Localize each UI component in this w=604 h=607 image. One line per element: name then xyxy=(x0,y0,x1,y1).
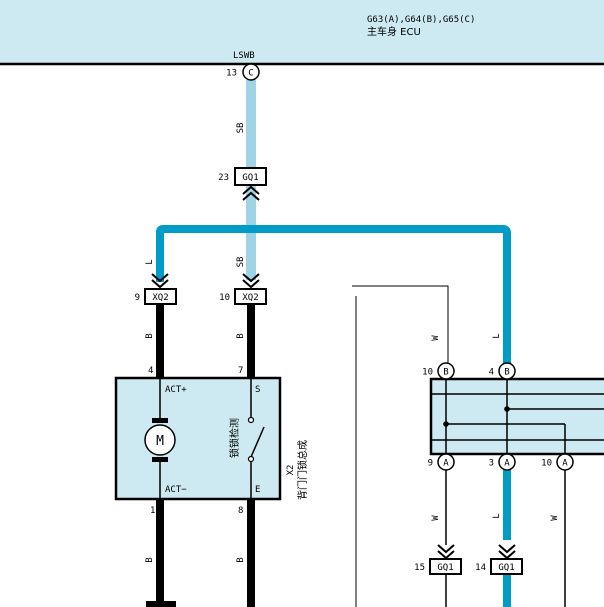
wire-label-l-right: L xyxy=(492,333,502,338)
pin-bottom-10a: A 10 xyxy=(541,453,574,471)
connector-xq2-right: XQ2 10 xyxy=(219,273,267,305)
wire-label-b-1: B xyxy=(145,333,155,338)
wire-label-l-left: L xyxy=(145,259,155,264)
wire-label-b-2: B xyxy=(236,333,246,338)
svg-text:10: 10 xyxy=(219,293,230,303)
svg-text:10: 10 xyxy=(541,459,552,469)
svg-text:4: 4 xyxy=(489,368,494,378)
svg-text:1: 1 xyxy=(150,506,155,516)
svg-text:A: A xyxy=(504,459,510,469)
svg-text:23: 23 xyxy=(218,173,229,183)
svg-text:4: 4 xyxy=(148,366,153,376)
wire-label-sb-upper: SB xyxy=(236,123,246,134)
svg-text:10: 10 xyxy=(422,368,433,378)
svg-text:C: C xyxy=(248,69,253,79)
svg-text:B: B xyxy=(504,368,509,378)
ecu-terminal-name: LSWB xyxy=(233,51,255,61)
wire-label-w-2: W xyxy=(431,515,441,521)
svg-text:8: 8 xyxy=(238,506,243,516)
svg-text:GQ1: GQ1 xyxy=(498,563,514,573)
bracket-line xyxy=(352,285,449,363)
svg-text:S: S xyxy=(255,385,260,395)
right-component xyxy=(429,377,604,456)
wire-label-sb-lower: SB xyxy=(236,257,246,268)
lock-assembly-code: X2 xyxy=(286,465,296,476)
svg-text:XQ2: XQ2 xyxy=(152,293,168,303)
wire-label-b-4: B xyxy=(236,557,246,562)
switch-icon xyxy=(247,378,265,499)
ecu-name: 主车身 ECU xyxy=(367,25,421,38)
motor-icon: M xyxy=(144,378,176,499)
wire-l-loop xyxy=(156,225,511,364)
pin-top-4b: B 4 xyxy=(489,362,516,380)
connector-xq2-left: XQ2 9 xyxy=(135,273,177,305)
svg-text:9: 9 xyxy=(135,293,140,303)
wire-label-w-1: W xyxy=(431,335,441,341)
svg-text:15: 15 xyxy=(414,563,425,573)
svg-text:A: A xyxy=(562,459,568,469)
pin-top-10b: B 10 xyxy=(422,362,455,380)
svg-text:7: 7 xyxy=(238,366,243,376)
pin-bottom-3a: A 3 xyxy=(489,453,516,471)
svg-text:9: 9 xyxy=(428,459,433,469)
svg-text:XQ2: XQ2 xyxy=(242,293,258,303)
ecu-terminal: C 13 xyxy=(226,63,260,81)
wire-b-group xyxy=(146,304,255,607)
connector-gq1-bottom-right: GQ1 14 xyxy=(475,544,523,575)
ecu-codes: G63(A),G64(B),G65(C) xyxy=(367,15,475,25)
svg-text:A: A xyxy=(443,459,449,469)
svg-text:ACT+: ACT+ xyxy=(165,385,187,395)
svg-text:14: 14 xyxy=(475,563,486,573)
connector-gq1-top: GQ1 23 xyxy=(218,167,267,201)
wire-label-w-3: W xyxy=(550,515,560,521)
wire-label-l-right-lower: L xyxy=(492,513,502,518)
ecu-panel xyxy=(0,0,604,64)
lock-assembly-name: 背门门锁总成 xyxy=(296,440,309,500)
lock-assembly: 4 ACT+ 7 S ACT− 1 E 8 M 锁锁检测 xyxy=(114,366,282,516)
wire-label-b-3: B xyxy=(145,557,155,562)
svg-text:ACT−: ACT− xyxy=(165,485,187,495)
svg-text:B: B xyxy=(443,368,448,378)
switch-label: 锁锁检测 xyxy=(228,418,241,458)
connector-gq1-bottom-left: GQ1 15 xyxy=(414,544,462,575)
svg-text:GQ1: GQ1 xyxy=(242,173,258,183)
svg-text:13: 13 xyxy=(226,69,237,79)
svg-text:M: M xyxy=(156,434,164,449)
svg-text:E: E xyxy=(255,485,260,495)
svg-text:GQ1: GQ1 xyxy=(437,563,453,573)
pin-bottom-9a: A 9 xyxy=(428,453,455,471)
svg-text:3: 3 xyxy=(489,459,494,469)
